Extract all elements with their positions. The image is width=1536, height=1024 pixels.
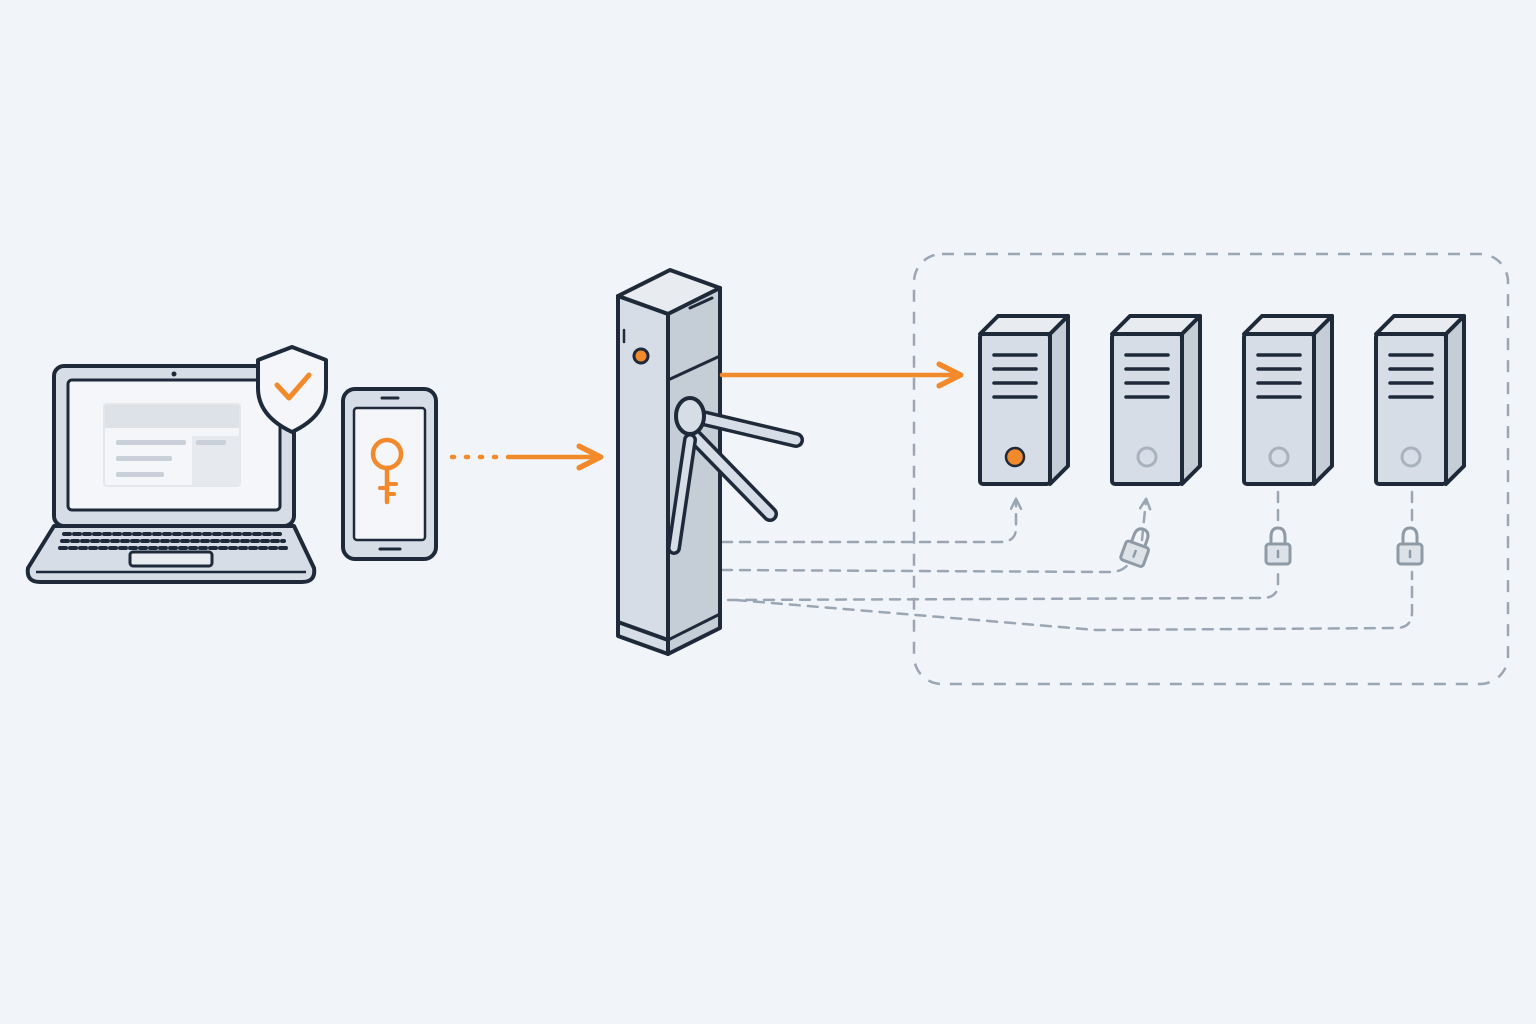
server-status-light [1136, 446, 1158, 468]
lock-icon [1119, 527, 1150, 568]
dashed-link-server-3 [726, 570, 1280, 602]
server-status-light [1004, 446, 1026, 468]
dashed-link-server-2 [720, 556, 1134, 574]
lock-icon [1264, 526, 1292, 566]
server-3-server-icon [1242, 314, 1334, 486]
smartphone-key-icon [341, 387, 438, 561]
server-status-light [1400, 446, 1422, 468]
server-4-server-icon [1374, 314, 1466, 486]
shield-check-icon [256, 345, 328, 434]
lock-icon [1396, 526, 1424, 566]
server-2-server-icon [1110, 314, 1202, 486]
laptop-icon [25, 364, 317, 584]
dashed-connections [720, 490, 1414, 632]
server-1-server-icon [978, 314, 1070, 486]
dashed-link-server-4 [734, 570, 1414, 632]
dashed-link-server-2-up [1138, 497, 1152, 542]
server-group-boundary [912, 252, 1510, 686]
dashed-link-server-1 [720, 497, 1023, 544]
server-status-light [1268, 446, 1290, 468]
server-list [978, 314, 1466, 568]
turnstile-gate-icon [616, 268, 804, 656]
